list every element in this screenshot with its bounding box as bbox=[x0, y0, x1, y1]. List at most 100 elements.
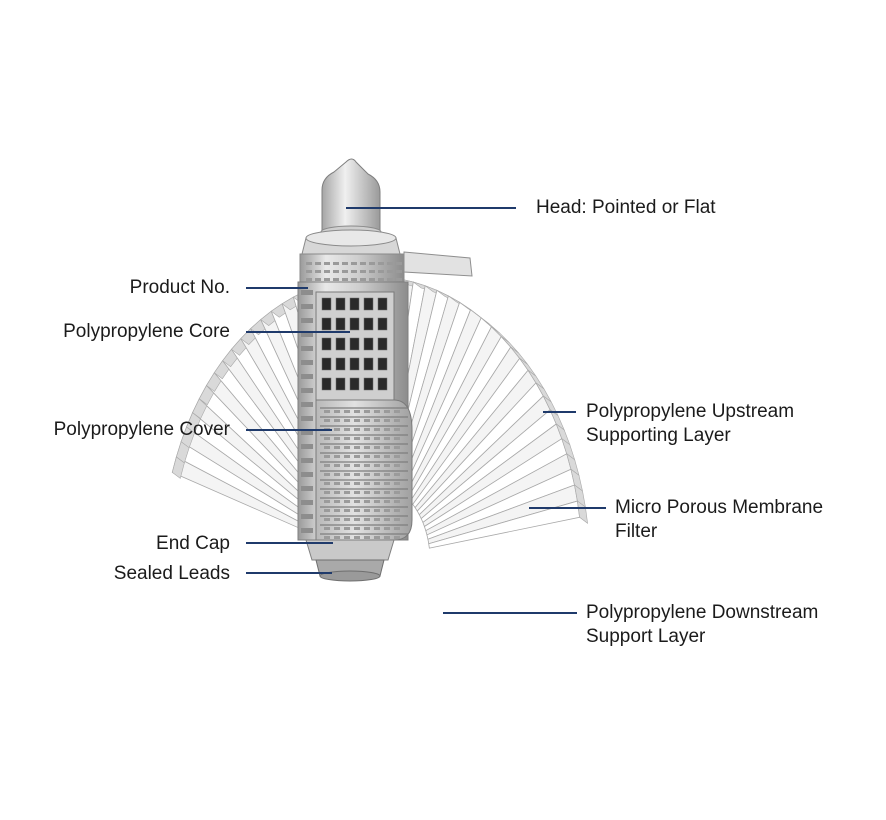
ring-slot bbox=[306, 270, 312, 273]
core-hole bbox=[377, 337, 388, 351]
ring-slot bbox=[351, 270, 357, 273]
cylinder-slot bbox=[301, 304, 313, 309]
cover-slot bbox=[354, 473, 360, 476]
ring-slot bbox=[369, 278, 375, 281]
label-upstream: Polypropylene Upstream Supporting Layer bbox=[586, 400, 794, 448]
cover-slot bbox=[384, 491, 390, 494]
cylinder-slot bbox=[301, 486, 313, 491]
cover-slot bbox=[354, 464, 360, 467]
cover-slot bbox=[384, 509, 390, 512]
cover-slot bbox=[354, 482, 360, 485]
cover-slot bbox=[394, 518, 400, 521]
core-hole bbox=[363, 317, 374, 331]
ring-slot bbox=[315, 278, 321, 281]
cylinder-slot bbox=[301, 458, 313, 463]
core-hole bbox=[377, 357, 388, 371]
core-hole bbox=[377, 317, 388, 331]
cover-slot bbox=[394, 428, 400, 431]
ring-slot bbox=[378, 270, 384, 273]
cover-slot bbox=[374, 500, 380, 503]
label-sealed-leads-text: Sealed Leads bbox=[113, 563, 230, 584]
cover-slot bbox=[394, 491, 400, 494]
cartridge-head bbox=[321, 158, 381, 233]
core-hole bbox=[349, 297, 360, 311]
cylinder-slot bbox=[301, 430, 313, 435]
core-hole bbox=[321, 317, 332, 331]
cover-slot bbox=[394, 482, 400, 485]
cover-slot bbox=[374, 536, 380, 539]
cover-slot bbox=[364, 536, 370, 539]
cover-slot bbox=[334, 419, 340, 422]
core-hole bbox=[377, 377, 388, 391]
label-product-no: Product No. bbox=[80, 276, 230, 300]
ring-slot bbox=[342, 270, 348, 273]
ring-slot bbox=[387, 278, 393, 281]
cover-slot bbox=[354, 527, 360, 530]
cover-slot bbox=[344, 410, 350, 413]
cover-slot bbox=[344, 428, 350, 431]
cover-slot bbox=[384, 437, 390, 440]
cover-slot bbox=[324, 491, 330, 494]
cover-slot bbox=[344, 464, 350, 467]
ring-slot bbox=[333, 270, 339, 273]
cylinder-slot bbox=[301, 514, 313, 519]
cover-slot bbox=[394, 437, 400, 440]
cover-slot bbox=[344, 419, 350, 422]
ring-slot bbox=[360, 278, 366, 281]
ring-slot bbox=[387, 262, 393, 265]
cover-ribs bbox=[320, 407, 408, 539]
core-hole bbox=[321, 337, 332, 351]
label-downstream: Polypropylene Downstream Support Layer bbox=[586, 601, 818, 649]
cylinder-slot bbox=[301, 528, 313, 533]
ring-slot bbox=[387, 270, 393, 273]
cover-slot bbox=[334, 527, 340, 530]
core-holes bbox=[321, 297, 388, 391]
cover-slot bbox=[344, 437, 350, 440]
cylinder-slot bbox=[301, 374, 313, 379]
cover-slot bbox=[344, 500, 350, 503]
cover-slot bbox=[384, 455, 390, 458]
cylinder-slot bbox=[301, 472, 313, 477]
cover-slot bbox=[364, 419, 370, 422]
cylinder-slot bbox=[301, 346, 313, 351]
label-membrane-line2: Filter bbox=[615, 521, 658, 542]
cover-slot bbox=[374, 464, 380, 467]
cover-slot bbox=[344, 509, 350, 512]
ring-slot bbox=[351, 278, 357, 281]
core-hole bbox=[335, 337, 346, 351]
cover-slot bbox=[354, 437, 360, 440]
cover-slot bbox=[334, 491, 340, 494]
cover-slot bbox=[344, 536, 350, 539]
label-downstream-line1: Polypropylene Downstream bbox=[586, 602, 819, 623]
cover-slot bbox=[394, 410, 400, 413]
cover-slot bbox=[384, 500, 390, 503]
label-cover-text: Polypropylene Cover bbox=[53, 419, 230, 440]
ring-slot bbox=[342, 278, 348, 281]
cover-slot bbox=[374, 491, 380, 494]
cover-slot bbox=[364, 518, 370, 521]
cover-slot bbox=[334, 428, 340, 431]
cover-slot bbox=[354, 518, 360, 521]
cover-slot bbox=[324, 464, 330, 467]
core-hole bbox=[321, 377, 332, 391]
cartridge-body bbox=[297, 158, 473, 582]
label-head-text: Head: Pointed or Flat bbox=[536, 197, 716, 218]
core-hole bbox=[349, 357, 360, 371]
cover-slot bbox=[374, 482, 380, 485]
cover-slot bbox=[394, 536, 400, 539]
cover-slot bbox=[384, 482, 390, 485]
cover-slot bbox=[324, 482, 330, 485]
cover-slot bbox=[364, 437, 370, 440]
cover-slot bbox=[394, 464, 400, 467]
cover-slot bbox=[374, 419, 380, 422]
cover-slot bbox=[394, 500, 400, 503]
cover-slot bbox=[374, 446, 380, 449]
label-core: Polypropylene Core bbox=[20, 320, 230, 344]
label-upstream-line1: Polypropylene Upstream bbox=[586, 401, 795, 422]
cover-slot bbox=[384, 473, 390, 476]
cover-slot bbox=[334, 446, 340, 449]
cover-slot bbox=[364, 482, 370, 485]
ring-slot bbox=[396, 270, 402, 273]
core-hole bbox=[335, 297, 346, 311]
leader-lines bbox=[246, 207, 606, 614]
